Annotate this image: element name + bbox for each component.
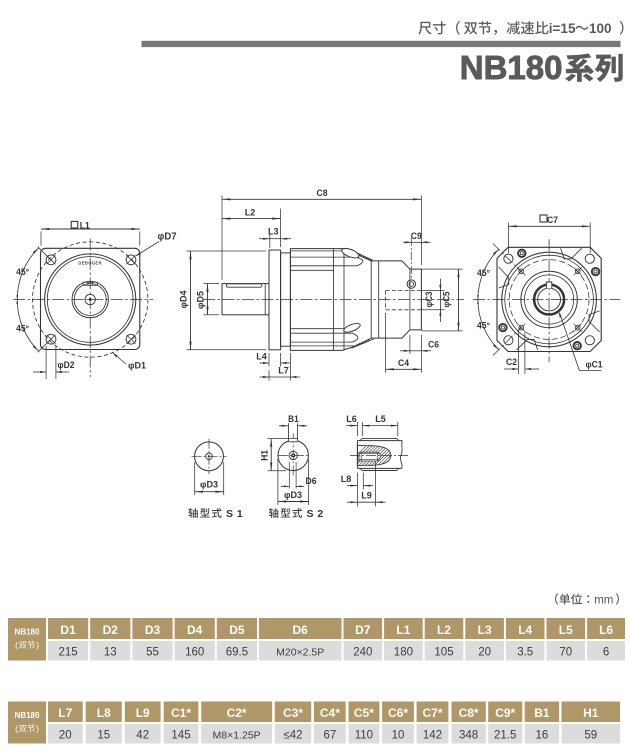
svg-text:NB180: NB180: [15, 628, 40, 637]
svg-text:45°: 45°: [16, 267, 29, 277]
svg-text:3.5: 3.5: [517, 647, 533, 659]
svg-text:C2: C2: [506, 357, 517, 368]
svg-text:55: 55: [146, 647, 159, 659]
svg-text:φD3: φD3: [200, 479, 218, 490]
svg-text:L9: L9: [361, 491, 372, 502]
svg-text:S 1: S 1: [226, 508, 243, 520]
svg-text:(: (: [15, 724, 18, 734]
svg-text:C9*: C9*: [495, 706, 515, 720]
svg-text:DEBUGER: DEBUGER: [78, 261, 102, 266]
svg-text:φC3: φC3: [424, 292, 435, 308]
svg-text:20: 20: [478, 647, 491, 659]
svg-text:C5*: C5*: [354, 706, 374, 720]
svg-text:69.5: 69.5: [226, 647, 248, 659]
svg-text:70: 70: [559, 647, 572, 659]
svg-text:L4: L4: [518, 623, 532, 637]
svg-text:C8: C8: [317, 188, 328, 199]
svg-text:C1*: C1*: [171, 706, 191, 720]
svg-text:L2: L2: [437, 623, 451, 637]
svg-text:φD2: φD2: [58, 360, 75, 371]
svg-text:C9: C9: [411, 231, 422, 242]
svg-text:L7: L7: [278, 366, 289, 377]
svg-text:C2*: C2*: [227, 706, 247, 720]
svg-text:21.5: 21.5: [494, 730, 516, 742]
svg-text:105: 105: [434, 647, 453, 659]
svg-text:110: 110: [355, 730, 373, 742]
svg-text:142: 142: [423, 730, 442, 742]
svg-text:L2: L2: [245, 207, 256, 218]
svg-text:C3*: C3*: [283, 706, 303, 720]
svg-text:(: (: [15, 640, 18, 650]
svg-text:L1: L1: [80, 220, 91, 231]
svg-text:16: 16: [536, 730, 549, 742]
svg-text:67: 67: [324, 730, 337, 742]
svg-text:348: 348: [459, 730, 478, 742]
svg-text:D3: D3: [145, 623, 161, 637]
svg-text:45°: 45°: [477, 268, 490, 278]
svg-text:φD4: φD4: [179, 290, 190, 309]
svg-text:φD7: φD7: [158, 232, 177, 243]
svg-text:C6: C6: [428, 339, 439, 350]
svg-text:160: 160: [185, 647, 204, 659]
svg-text:45°: 45°: [477, 321, 490, 331]
svg-text:mm: mm: [594, 595, 613, 607]
svg-text:B1: B1: [288, 414, 299, 425]
svg-text:15: 15: [97, 730, 110, 742]
svg-text:B1: B1: [534, 706, 550, 720]
svg-text:φD3: φD3: [284, 490, 302, 501]
svg-text:C4*: C4*: [320, 706, 340, 720]
svg-text:C4: C4: [398, 358, 410, 369]
svg-text:20: 20: [59, 730, 72, 742]
svg-text:S 2: S 2: [306, 508, 323, 520]
svg-text:L1: L1: [396, 623, 410, 637]
svg-text:L3: L3: [478, 623, 492, 637]
svg-text:L9: L9: [136, 706, 150, 720]
svg-text:D7: D7: [355, 623, 371, 637]
svg-text:42: 42: [136, 730, 149, 742]
svg-text:φC5: φC5: [441, 291, 452, 308]
svg-text:L6: L6: [599, 623, 613, 637]
svg-text:i=15: i=15: [549, 21, 576, 36]
svg-text:145: 145: [171, 730, 190, 742]
svg-text:C8*: C8*: [459, 706, 479, 720]
svg-text:L6: L6: [346, 414, 357, 425]
svg-text:D1: D1: [60, 623, 76, 637]
svg-text:M20×2.5P: M20×2.5P: [276, 647, 324, 659]
svg-text:L8: L8: [341, 474, 352, 485]
svg-text:φC1: φC1: [586, 359, 604, 370]
svg-text:H1: H1: [583, 706, 599, 720]
svg-text:NB180: NB180: [15, 711, 40, 720]
svg-text:): ): [36, 640, 39, 650]
svg-text:φD5: φD5: [196, 290, 207, 309]
svg-text:≤42: ≤42: [283, 730, 302, 742]
svg-text:L5: L5: [375, 414, 386, 425]
svg-text:215: 215: [59, 647, 78, 659]
svg-text:M8×1.25P: M8×1.25P: [213, 730, 261, 742]
svg-text:100: 100: [589, 21, 612, 36]
svg-text:φD1: φD1: [128, 361, 147, 372]
svg-text:L7: L7: [58, 706, 72, 720]
svg-text:6: 6: [603, 647, 609, 659]
svg-text:D5: D5: [229, 623, 245, 637]
svg-text:L8: L8: [97, 706, 111, 720]
svg-text:H1: H1: [259, 449, 270, 461]
svg-text:13: 13: [104, 647, 117, 659]
svg-text:): ): [36, 724, 39, 734]
svg-text:45°: 45°: [16, 324, 29, 334]
svg-text:240: 240: [353, 647, 372, 659]
svg-text:L4: L4: [256, 352, 267, 363]
svg-text:D2: D2: [103, 623, 119, 637]
svg-text:C7*: C7*: [422, 706, 442, 720]
svg-text:NB180: NB180: [460, 49, 563, 86]
svg-text:59: 59: [584, 730, 597, 742]
svg-text:C6*: C6*: [388, 706, 408, 720]
svg-text:D6: D6: [306, 476, 317, 487]
svg-text:D6: D6: [293, 623, 309, 637]
svg-text:L5: L5: [559, 623, 573, 637]
svg-text:180: 180: [394, 647, 413, 659]
svg-text:10: 10: [392, 730, 405, 742]
svg-text:C7: C7: [547, 215, 558, 226]
svg-text:D4: D4: [187, 623, 203, 637]
svg-text:L3: L3: [268, 226, 279, 237]
